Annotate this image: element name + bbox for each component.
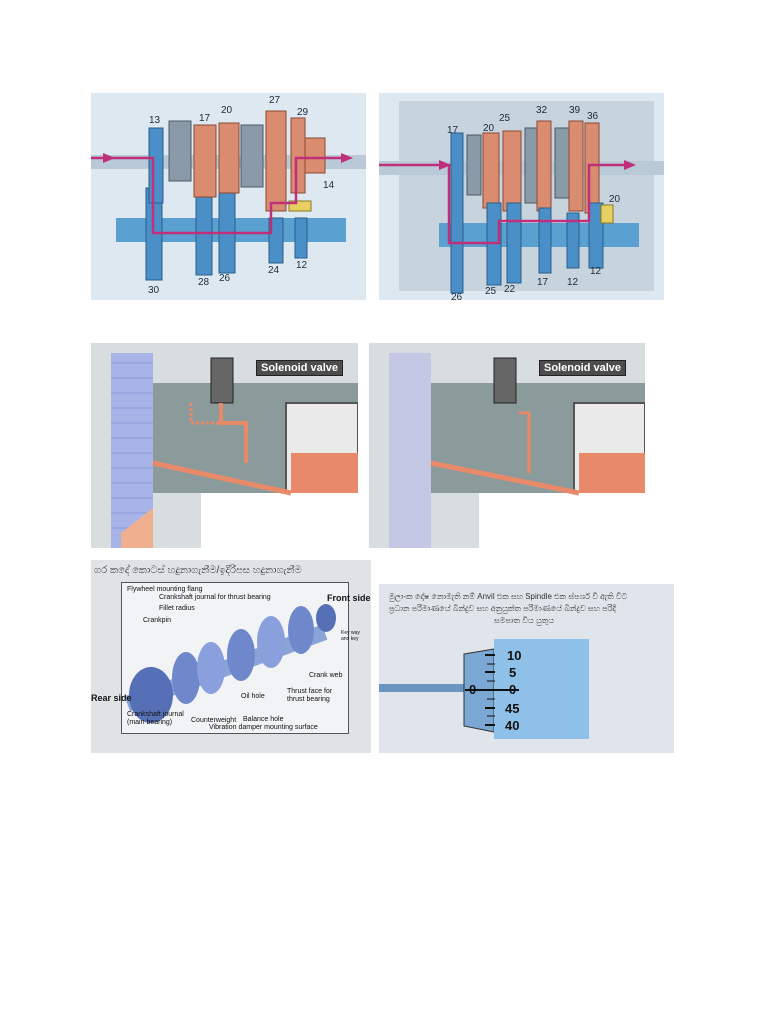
carburetor-drawing-2 xyxy=(369,343,645,548)
thimble-tick-label: 0 xyxy=(509,682,517,697)
gear-label: 12 xyxy=(296,260,308,271)
gear-label: 12 xyxy=(567,277,579,288)
crankshaft-diagram: ගර කදේ කොටස් හදුනාගැනීම/ඉදිරිපස හදුනාගැන… xyxy=(91,560,371,753)
gear-label: 26 xyxy=(451,292,463,300)
gearbox-diagram-2: 17 20 25 32 39 36 20 26 25 22 17 12 12 xyxy=(379,93,664,300)
label-main-journal: Crankshaft journal (main bearing) xyxy=(127,711,184,726)
gear-label: 20 xyxy=(483,123,495,134)
label-journal-thrust: Crankshaft journal for thrust bearing xyxy=(159,594,271,601)
micrometer-drawing xyxy=(379,639,589,739)
gear-label: 20 xyxy=(221,105,233,116)
gearbox-diagram-1: 13 17 20 27 29 14 30 28 26 24 12 xyxy=(91,93,366,300)
label-damper: Vibration damper mounting surface xyxy=(209,724,318,731)
carburetor-diagram-1: Solenoid valve xyxy=(91,343,358,548)
gearbox-drawing-2 xyxy=(379,101,664,294)
gear-label: 26 xyxy=(219,273,231,284)
gear-label: 36 xyxy=(587,111,599,122)
gear-label: 20 xyxy=(609,194,621,205)
thimble-tick-label: 40 xyxy=(505,718,520,733)
micrometer-note-line1: මුලා-ක දෝෂ නොමැති නම් Anvil එක සහ Spindl… xyxy=(389,592,628,601)
crankshaft-drawing xyxy=(124,604,336,723)
label-counterweight: Counterweight xyxy=(191,717,237,724)
gear-label: 39 xyxy=(569,105,581,116)
label-crank-web: Crank web xyxy=(309,672,343,679)
label-front-side: Front side xyxy=(327,593,371,603)
gear-label: 32 xyxy=(536,105,548,116)
gear-label: 17 xyxy=(447,125,459,136)
sleeve-zero-label: 0 xyxy=(469,682,477,697)
label-crankpin: Crankpin xyxy=(143,617,172,624)
label-keyway: Key way and key xyxy=(341,630,360,642)
gear-label: 24 xyxy=(268,265,280,276)
solenoid-valve-label: Solenoid valve xyxy=(256,360,344,376)
micrometer-note-line2: ප්‍රධාන පරිමාණයේ බින්දුව සහ අනුයුක්ත පරි… xyxy=(389,604,616,613)
gear-label: 30 xyxy=(148,285,160,296)
gear-label: 29 xyxy=(297,107,309,118)
micrometer-diagram: මුලා-ක දෝෂ නොමැති නම් Anvil එක සහ Spindl… xyxy=(379,584,674,753)
gear-label: 28 xyxy=(198,277,210,288)
label-flywheel: Flywheel mounting flang xyxy=(127,586,203,593)
gear-label: 13 xyxy=(149,115,161,126)
thimble-tick-label: 5 xyxy=(509,665,517,680)
label-rear-side: Rear side xyxy=(91,693,132,703)
gear-label: 17 xyxy=(537,277,549,288)
gearbox-drawing-1 xyxy=(91,110,366,281)
carburetor-diagram-2: Solenoid valve xyxy=(369,343,645,548)
crankshaft-title: ගර කදේ කොටස් හදුනාගැනීම/ඉදිරිපස හදුනාගැන… xyxy=(94,565,302,576)
label-thrust-face: Thrust face for thrust bearing xyxy=(287,688,333,703)
thimble-tick-label: 45 xyxy=(505,701,520,716)
gear-label: 25 xyxy=(499,113,511,124)
gear-label: 17 xyxy=(199,113,211,124)
carburetor-drawing-1 xyxy=(91,343,358,548)
solenoid-valve-label: Solenoid valve xyxy=(539,360,627,376)
gear-label: 22 xyxy=(504,284,516,295)
label-fillet: Fillet radius xyxy=(159,605,195,612)
gear-label: 25 xyxy=(485,286,497,297)
micrometer-note-line3: සමපාත විය යුතුය xyxy=(494,616,554,625)
label-balance-hole: Balance hole xyxy=(243,716,284,723)
gear-label: 27 xyxy=(269,95,281,106)
gear-label: 14 xyxy=(323,180,335,191)
gear-label: 12 xyxy=(590,266,602,277)
label-oil-hole: Oil hole xyxy=(241,693,265,700)
thimble-tick-label: 10 xyxy=(507,648,522,663)
